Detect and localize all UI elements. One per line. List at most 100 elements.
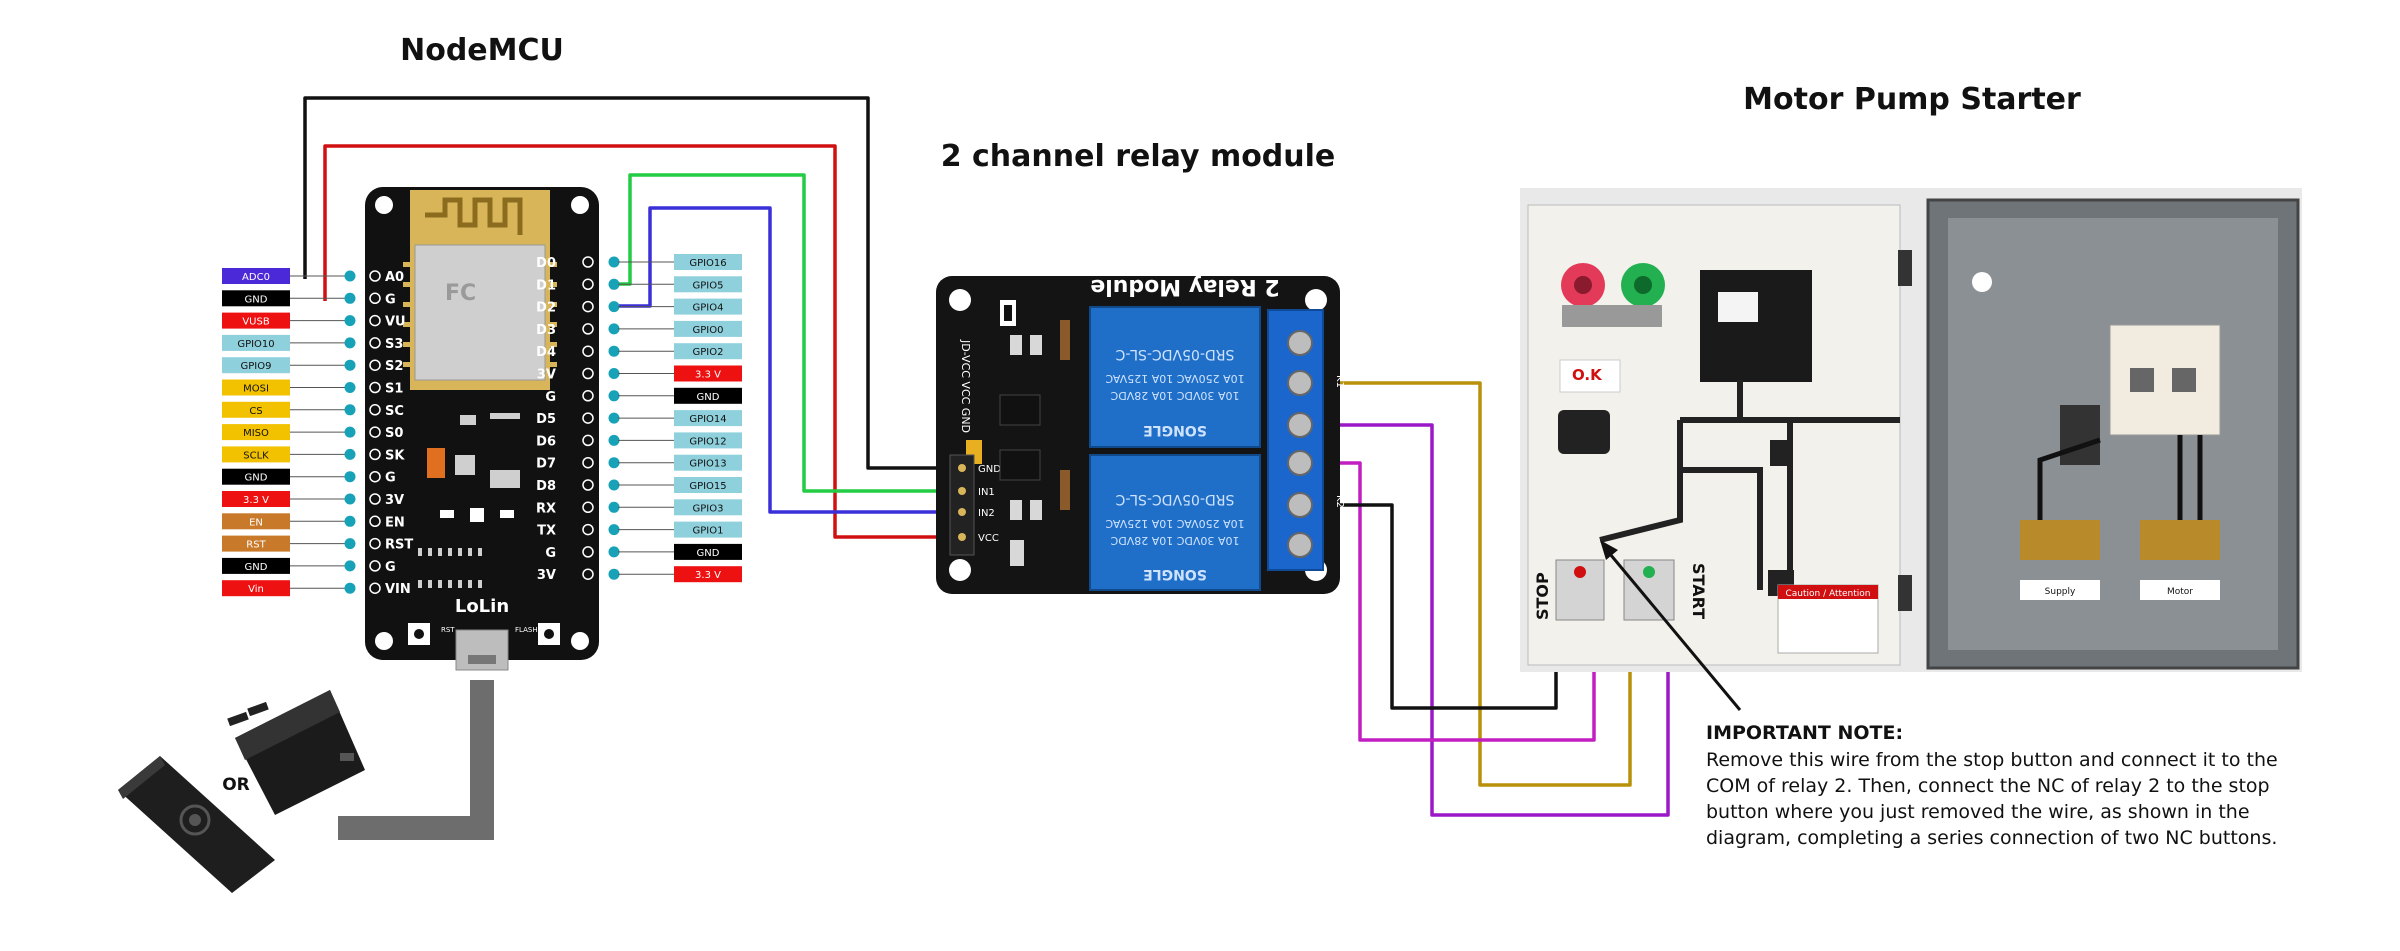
pin-function-label: EN [249, 517, 263, 528]
left-pin-0: ADC0 A0 [222, 268, 404, 285]
caution-label: Caution / Attention [1785, 589, 1870, 599]
relay-module-label: 2 Relay Module [1090, 274, 1279, 299]
pin-function-label: MOSI [243, 384, 269, 395]
pin-dot[interactable] [608, 278, 620, 290]
mount-hole [571, 196, 589, 214]
board-pin-name: S0 [385, 426, 403, 441]
pin-dot[interactable] [608, 501, 620, 513]
relay-input-pin-label: VCC [978, 533, 999, 544]
pin-function-label: ADC0 [242, 272, 270, 283]
pin-dot[interactable] [344, 315, 356, 327]
pin-dot[interactable] [344, 538, 356, 550]
pin-dot[interactable] [608, 301, 620, 313]
board-pin-name: 3V [385, 493, 404, 508]
pin-dot[interactable] [344, 404, 356, 416]
pin-hole [369, 515, 381, 528]
pin-label-box [674, 454, 742, 471]
pin-label-box [674, 320, 742, 337]
pin-dot[interactable] [344, 292, 356, 304]
rst-button-label: RST [441, 626, 455, 634]
pin-dot[interactable] [344, 582, 356, 594]
pin-dot[interactable] [608, 323, 620, 335]
pin-function-label: GPIO10 [237, 339, 274, 350]
terminal-k1-com[interactable] [1287, 370, 1313, 396]
pin-hole [582, 479, 594, 491]
pin-label-box [222, 468, 290, 485]
esp-pads [403, 262, 557, 367]
board-pin-name: A0 [385, 270, 404, 285]
pin-dot[interactable] [344, 493, 356, 505]
pin-hole [369, 292, 381, 305]
pin-function-label: 3.3 V [243, 495, 269, 506]
supply-terminals: Supply [2020, 520, 2100, 600]
diode [1060, 470, 1070, 510]
pin-hole [369, 493, 381, 505]
pin-dot[interactable] [608, 524, 620, 536]
relay-input-pin-label: IN1 [978, 487, 995, 498]
board-pin-name: SK [385, 448, 405, 463]
capacitor [427, 448, 445, 478]
pin-label-box [674, 343, 742, 360]
pin-dot[interactable] [344, 471, 356, 483]
start-button[interactable] [1623, 559, 1675, 621]
pin-dot[interactable] [344, 426, 356, 438]
pin-dot[interactable] [608, 368, 620, 379]
terminal-k2-no[interactable] [1287, 532, 1313, 558]
pin-function-label: SCLK [243, 450, 269, 461]
pin-dot[interactable] [608, 345, 620, 357]
pin-dot[interactable] [344, 448, 356, 460]
relay-1: SRD-05VDC-SL-C 10A 250VAC 10A 125VAC 10A… [1089, 306, 1261, 448]
board-pin-name: D2 [536, 301, 556, 316]
pin-label-box [674, 499, 742, 516]
pin-dot[interactable] [344, 382, 356, 393]
pin-hole [369, 404, 381, 416]
pin-dot[interactable] [344, 560, 356, 572]
terminal-k2-nc[interactable] [1287, 492, 1313, 518]
pin-dot[interactable] [344, 270, 356, 282]
pin-dot[interactable] [344, 515, 356, 527]
terminal-k1-no[interactable] [1287, 412, 1313, 438]
pin-function-label: MISO [243, 428, 269, 439]
pin-dot[interactable] [608, 390, 620, 402]
pin-dot[interactable] [344, 359, 356, 371]
power-bank-icon [118, 756, 275, 893]
relay-2-brand: SONGLE [1143, 566, 1207, 582]
input-header [949, 454, 975, 556]
board-pin-name: D7 [536, 457, 556, 472]
timer-relay-icon [1700, 270, 1812, 382]
pin-hole [369, 337, 381, 349]
pin-label-box [222, 401, 290, 418]
wall-adapter-icon [227, 690, 365, 815]
board-pin-name: 3V [537, 568, 556, 583]
important-note: IMPORTANT NOTE: Remove this wire from th… [1706, 722, 2278, 849]
nodemcu-title: NodeMCU [400, 33, 564, 68]
wire-k1-purple [1300, 423, 1670, 817]
relay-input-pin-label: IN2 [978, 508, 995, 519]
pin-dot[interactable] [608, 568, 620, 580]
pin-dot[interactable] [608, 412, 620, 424]
ok-label: O.K [1572, 366, 1603, 384]
pin-dot[interactable] [608, 457, 620, 469]
pin-dot[interactable] [608, 256, 620, 268]
pin-dot[interactable] [608, 434, 620, 446]
pin-hole [582, 300, 594, 313]
pin-function-label: GND [245, 562, 268, 573]
pin-dot[interactable] [608, 479, 620, 491]
pin-dot[interactable] [608, 546, 620, 558]
relay-1-rating-2: 10A 30VDC 10A 28VDC [1110, 389, 1239, 402]
terminal-k1-nc[interactable] [1287, 330, 1313, 356]
pin-dot[interactable] [344, 337, 356, 349]
terminal-k2-com[interactable] [1287, 450, 1313, 476]
